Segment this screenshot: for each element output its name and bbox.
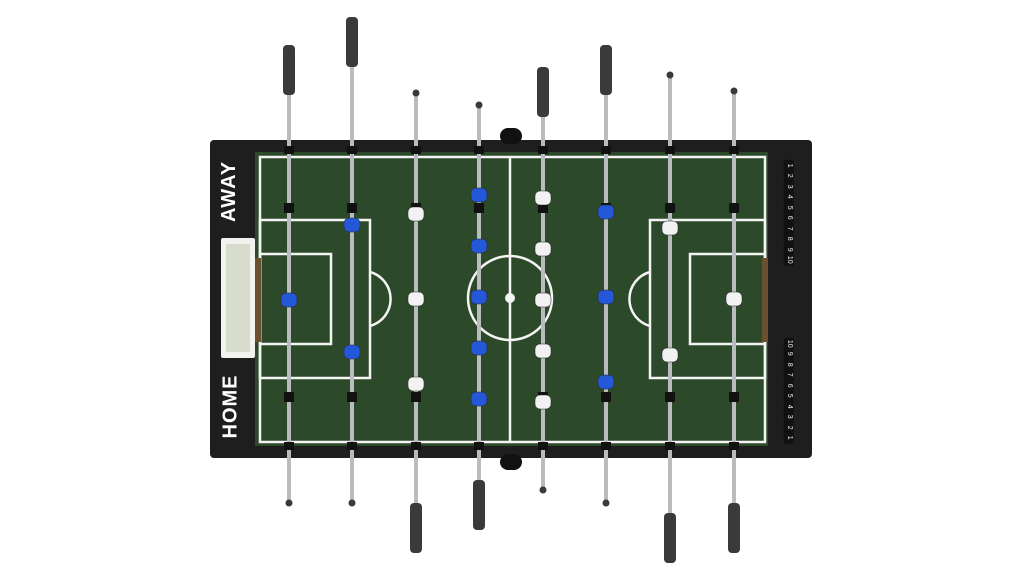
- rod-bearing: [347, 146, 357, 154]
- white-player: [407, 291, 425, 307]
- rod-end-cap: [666, 71, 674, 79]
- ball-return-bottom: [500, 454, 522, 470]
- white-player: [661, 220, 679, 236]
- rod-end-cap: [475, 101, 483, 109]
- rod-bumper: [284, 392, 294, 402]
- rod-bearing: [601, 442, 611, 450]
- rod-bumper: [665, 392, 675, 402]
- rod-bumper: [284, 203, 294, 213]
- rod-end-cap: [539, 486, 547, 494]
- rod-bumper: [601, 392, 611, 402]
- rod-bumper: [411, 392, 421, 402]
- rod-bearing: [474, 442, 484, 450]
- blue-player: [470, 289, 488, 305]
- rod-end-cap: [730, 87, 738, 95]
- blue-player: [470, 187, 488, 203]
- blue-player: [470, 238, 488, 254]
- blue-player: [470, 340, 488, 356]
- rod-bearing: [729, 442, 739, 450]
- rod-bearing: [284, 146, 294, 154]
- white-player: [534, 343, 552, 359]
- rod-bumper: [729, 203, 739, 213]
- blue-player: [597, 204, 615, 220]
- rod-bearing: [538, 146, 548, 154]
- rod-end-cap: [285, 499, 293, 507]
- blue-player: [470, 391, 488, 407]
- rod-bearing: [665, 146, 675, 154]
- white-player: [725, 291, 743, 307]
- white-player: [534, 394, 552, 410]
- rod-bumper: [729, 392, 739, 402]
- rod-handle[interactable]: [283, 45, 295, 95]
- home-label: HOME: [219, 374, 242, 439]
- scorecard: [226, 244, 250, 352]
- score-bead[interactable]: 1: [784, 431, 794, 444]
- rod-bumper: [347, 203, 357, 213]
- rod-end-cap: [602, 499, 610, 507]
- rod-bearing: [347, 442, 357, 450]
- rod-bearing: [538, 442, 548, 450]
- rod-bearing: [284, 442, 294, 450]
- rod-end-cap: [412, 89, 420, 97]
- white-player: [407, 206, 425, 222]
- blue-player: [343, 217, 361, 233]
- goal-left: [255, 258, 261, 342]
- away-label: AWAY: [218, 160, 241, 223]
- blue-player: [597, 374, 615, 390]
- rod-handle[interactable]: [600, 45, 612, 95]
- blue-player: [343, 344, 361, 360]
- rod-handle[interactable]: [410, 503, 422, 553]
- ball-return-top: [500, 128, 522, 144]
- goal-right: [762, 258, 768, 342]
- center-spot: [505, 293, 515, 303]
- rod-bumper: [474, 203, 484, 213]
- rod-end-cap: [348, 499, 356, 507]
- blue-player: [597, 289, 615, 305]
- rod-handle[interactable]: [728, 503, 740, 553]
- rod-handle[interactable]: [664, 513, 676, 563]
- rod-bearing: [665, 442, 675, 450]
- rod-handle[interactable]: [473, 480, 485, 530]
- blue-player: [280, 292, 298, 308]
- white-player: [534, 190, 552, 206]
- rod-bearing: [729, 146, 739, 154]
- white-player: [534, 241, 552, 257]
- score-bead[interactable]: 10: [784, 253, 794, 266]
- white-player: [534, 292, 552, 308]
- rod-handle[interactable]: [537, 67, 549, 117]
- white-player: [407, 376, 425, 392]
- rod-bearing: [474, 146, 484, 154]
- rod-bearing: [411, 146, 421, 154]
- rod-handle[interactable]: [346, 17, 358, 67]
- rod-bearing: [601, 146, 611, 154]
- white-player: [661, 347, 679, 363]
- rod-bumper: [538, 203, 548, 213]
- rod-bumper: [665, 203, 675, 213]
- rod-bumper: [347, 392, 357, 402]
- rod-bearing: [411, 442, 421, 450]
